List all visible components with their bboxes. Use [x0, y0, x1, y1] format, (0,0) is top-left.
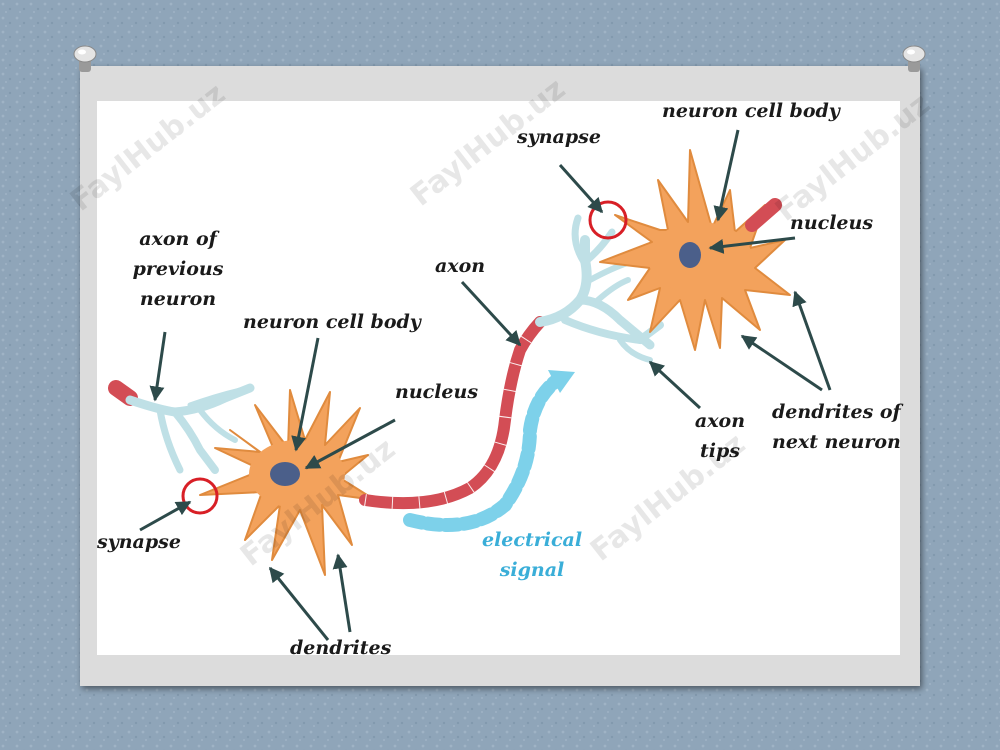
label-dendrites: dendrites	[290, 637, 392, 659]
label-neuron-cell-body-right: neuron cell body	[662, 100, 840, 122]
neuron-illustration	[108, 129, 832, 641]
neuron-diagram	[97, 101, 900, 655]
pushpin-icon	[73, 45, 97, 72]
label-dendrites-of-next-neuron: dendrites of next neuron	[772, 401, 901, 453]
right-synapse-ring	[588, 200, 628, 240]
label-nucleus-right: nucleus	[790, 212, 874, 234]
axon	[359, 316, 546, 510]
pushpin-icon	[902, 45, 926, 72]
electrical-signal-arrow	[403, 370, 575, 532]
left-nucleus	[270, 462, 300, 486]
right-nucleus	[679, 242, 701, 268]
left-synapse-ring	[181, 477, 219, 515]
label-axon-of-previous-neuron: axon of previous neuron	[132, 228, 224, 310]
label-synapse-right: synapse	[517, 126, 601, 148]
label-axon: axon	[435, 255, 486, 277]
label-neuron-cell-body-left: neuron cell body	[243, 311, 421, 333]
label-electrical-signal: electrical signal	[482, 529, 583, 581]
previous-axon-tips	[108, 380, 255, 474]
axon-tips	[535, 214, 664, 363]
right-cell-body	[599, 149, 791, 351]
pointer-arrows	[139, 129, 832, 641]
label-synapse-left: synapse	[97, 531, 181, 553]
label-axon-tips: axon tips	[694, 410, 746, 462]
label-nucleus-left: nucleus	[395, 381, 479, 403]
